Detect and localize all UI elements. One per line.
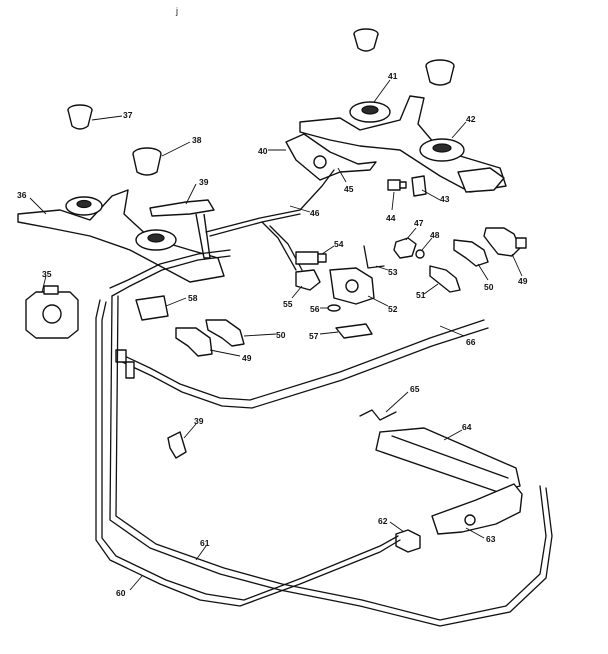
callout-60: 60 xyxy=(116,588,126,598)
callout-44: 44 xyxy=(386,213,396,223)
callout-42: 42 xyxy=(466,114,476,124)
callout-66: 66 xyxy=(466,337,476,347)
washer-56 xyxy=(327,304,341,312)
valve-50-left xyxy=(205,319,245,347)
gas-tube-61 xyxy=(109,249,553,627)
screw-44 xyxy=(387,179,407,191)
fitting-54 xyxy=(295,251,327,265)
callout-53: 53 xyxy=(388,267,398,277)
callout-58: 58 xyxy=(188,293,198,303)
callout-41: 41 xyxy=(388,71,398,81)
burner-cap-top-left xyxy=(353,28,379,52)
fitting-55 xyxy=(295,269,321,291)
oven-burner-64 xyxy=(375,427,521,493)
callout-38: 38 xyxy=(192,135,202,145)
callout-50-left: 50 xyxy=(276,330,286,340)
callout-49-right: 49 xyxy=(518,276,528,286)
callout-36: 36 xyxy=(17,190,27,200)
callout-64: 64 xyxy=(462,422,472,432)
callout-61: 61 xyxy=(200,538,210,548)
callout-50-right: 50 xyxy=(484,282,494,292)
bracket-58 xyxy=(135,295,169,321)
pin-53 xyxy=(363,245,385,269)
wire-65 xyxy=(359,409,397,421)
regulator-52 xyxy=(329,267,375,305)
callout-63: 63 xyxy=(486,534,496,544)
corner-mark: j xyxy=(175,6,178,16)
callout-37: 37 xyxy=(123,110,133,120)
clip-59 xyxy=(167,431,187,459)
callout-62: 62 xyxy=(378,516,388,526)
callout-35: 35 xyxy=(42,269,52,279)
callout-39-top: 39 xyxy=(199,177,209,187)
callout-65: 65 xyxy=(410,384,420,394)
valve-51 xyxy=(429,265,461,293)
valve-49-right xyxy=(483,227,527,257)
callout-55: 55 xyxy=(283,299,293,309)
callout-56: 56 xyxy=(310,304,320,314)
bracket-39 xyxy=(149,199,215,259)
callout-43: 43 xyxy=(440,194,450,204)
bracket-57 xyxy=(335,323,373,339)
callout-48: 48 xyxy=(430,230,440,240)
burner-cap-38 xyxy=(132,147,162,176)
gas-tube-60 xyxy=(95,299,401,607)
burner-cap-top-right xyxy=(425,59,455,86)
manifold-66 xyxy=(115,319,489,409)
right-burner-assembly xyxy=(299,95,507,193)
left-burner-assembly xyxy=(17,189,225,283)
callout-39-bottom: 39 xyxy=(194,416,204,426)
callout-47: 47 xyxy=(414,218,424,228)
clip-43 xyxy=(411,175,427,197)
callout-57: 57 xyxy=(309,331,319,341)
fitting-62 xyxy=(395,529,421,553)
callout-45: 45 xyxy=(344,184,354,194)
callout-46: 46 xyxy=(310,208,320,218)
callout-40: 40 xyxy=(258,146,268,156)
callout-52: 52 xyxy=(388,304,398,314)
bracket-40-45 xyxy=(285,133,377,181)
bracket-63 xyxy=(431,483,523,535)
valve-50-right xyxy=(453,239,489,267)
callout-54: 54 xyxy=(334,239,344,249)
knob-47 xyxy=(393,237,417,259)
washer-48 xyxy=(415,249,425,259)
burner-cap-37 xyxy=(67,104,93,130)
callout-49-left: 49 xyxy=(242,353,252,363)
pressure-regulator-35 xyxy=(25,285,79,339)
callout-51: 51 xyxy=(416,290,426,300)
valve-49-left xyxy=(175,327,213,357)
